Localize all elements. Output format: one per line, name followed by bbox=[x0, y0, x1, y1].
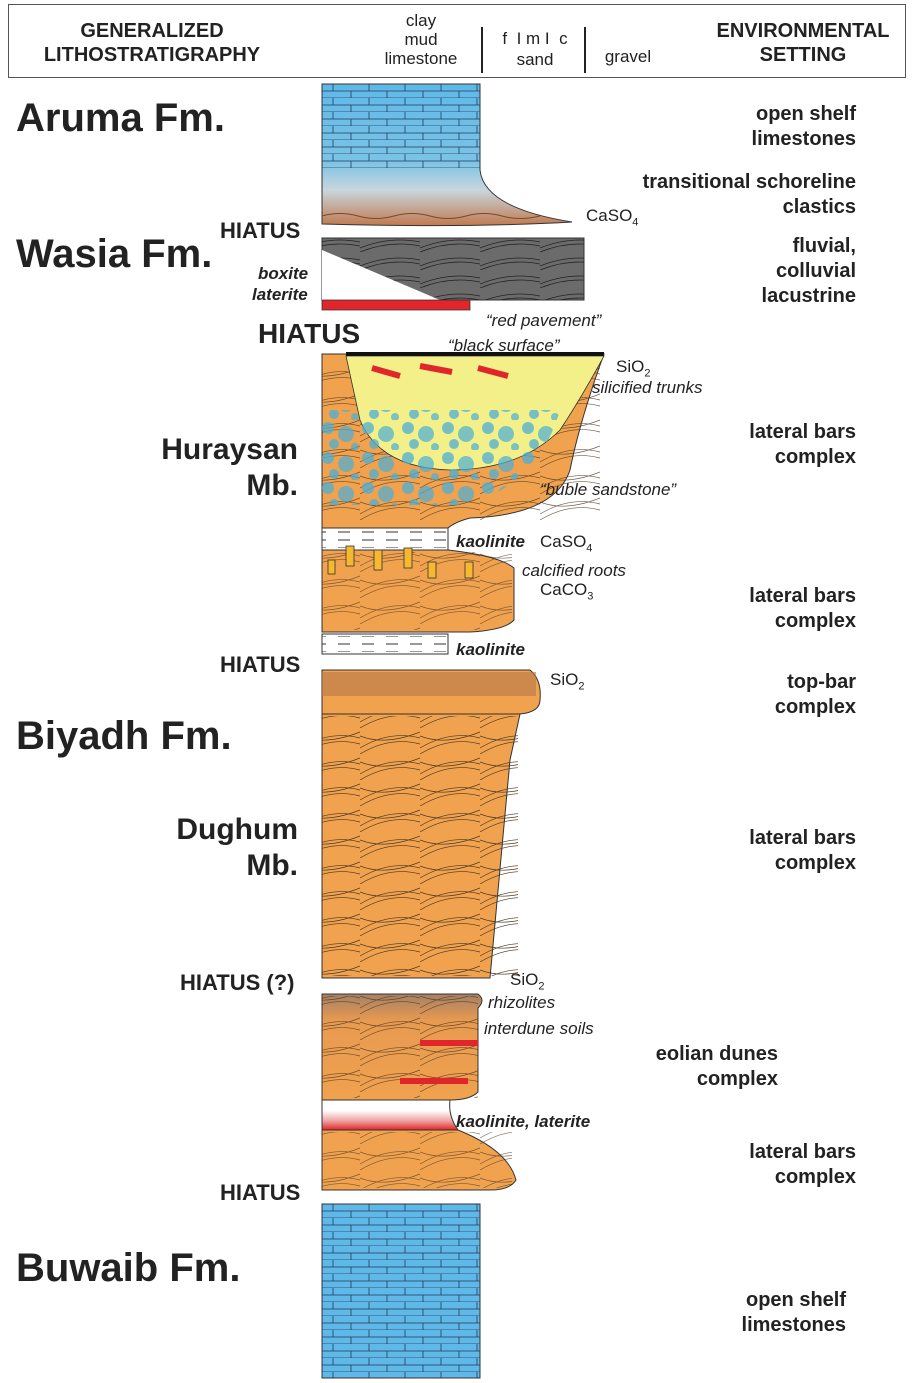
annotation-caso4-top: CaSO4 bbox=[586, 206, 638, 228]
hiatus-label-2: HIATUS bbox=[258, 318, 360, 350]
annotation-black-surface: “black surface” bbox=[448, 336, 559, 356]
annotation-buble-sandstone: “buble sandstone” bbox=[540, 480, 676, 500]
annotation-caco3: CaCO3 bbox=[540, 580, 593, 602]
annotation-kaolinite-2: kaolinite bbox=[456, 640, 525, 660]
member-dughum: Dughum Mb. bbox=[130, 812, 298, 884]
environment-fluvial: fluvial, colluvial lacustrine bbox=[640, 234, 856, 309]
annotation-calcified-roots: calcified roots bbox=[522, 561, 626, 581]
formation-wasia: Wasia Fm. bbox=[16, 232, 212, 277]
annotation-laterite: laterite bbox=[252, 285, 308, 305]
annotation-boxite: boxite bbox=[258, 264, 308, 284]
formation-buwaib: Buwaib Fm. bbox=[16, 1246, 240, 1291]
hiatus-label-4: HIATUS (?) bbox=[180, 970, 294, 996]
annotation-red-pavement: “red pavement” bbox=[486, 311, 601, 331]
formation-biyadh: Biyadh Fm. bbox=[16, 714, 232, 759]
annotation-kaolinite-laterite: kaolinite, laterite bbox=[456, 1112, 590, 1132]
wasia-red-pavement bbox=[322, 300, 470, 310]
member-huraysan: Huraysan Mb. bbox=[130, 432, 298, 504]
annotation-silicified-trunks: silicified trunks bbox=[592, 378, 703, 398]
environment-top-bar: top-bar complex bbox=[640, 670, 856, 720]
top-bar-pattern bbox=[322, 672, 536, 696]
kaolinite-1-dashes bbox=[322, 530, 448, 548]
annotation-interdune-soils: interdune soils bbox=[484, 1019, 594, 1039]
annotation-caso4-mid: CaSO4 bbox=[540, 532, 592, 554]
lower-lateral-crossbeds bbox=[322, 1132, 512, 1188]
hiatus-label-1: HIATUS bbox=[220, 218, 300, 244]
interdune-soil-2 bbox=[400, 1078, 468, 1084]
environment-open-shelf-bottom: open shelf limestones bbox=[640, 1288, 846, 1338]
environment-lateral-bars-4: lateral bars complex bbox=[640, 1140, 856, 1190]
environment-lateral-bars-3: lateral bars complex bbox=[640, 826, 856, 876]
aruma-brick-pattern bbox=[322, 84, 480, 168]
environment-lateral-bars-1: lateral bars complex bbox=[640, 420, 856, 470]
environment-eolian-dunes: eolian dunes complex bbox=[600, 1042, 778, 1092]
environment-lateral-bars-2: lateral bars complex bbox=[640, 584, 856, 634]
hiatus-label-5: HIATUS bbox=[220, 1180, 300, 1206]
buwaib-brick-pattern bbox=[322, 1204, 480, 1378]
annotation-rhizolites: rhizolites bbox=[488, 993, 555, 1013]
environment-open-shelf-top: open shelf limestones bbox=[640, 102, 856, 152]
interdune-soil-1 bbox=[420, 1040, 478, 1046]
kaolinite-2-dashes bbox=[322, 636, 448, 652]
dughum-crossbeds bbox=[322, 716, 518, 976]
annotation-sio2-c: SiO2 bbox=[510, 970, 544, 992]
formation-aruma: Aruma Fm. bbox=[16, 96, 225, 141]
kaolinite-laterite-layer bbox=[322, 1100, 458, 1130]
annotation-kaolinite-1: kaolinite bbox=[456, 532, 525, 552]
hiatus-label-3: HIATUS bbox=[220, 652, 300, 678]
annotation-sio2-a: SiO2 bbox=[616, 357, 650, 379]
annotation-sio2-b: SiO2 bbox=[550, 670, 584, 692]
